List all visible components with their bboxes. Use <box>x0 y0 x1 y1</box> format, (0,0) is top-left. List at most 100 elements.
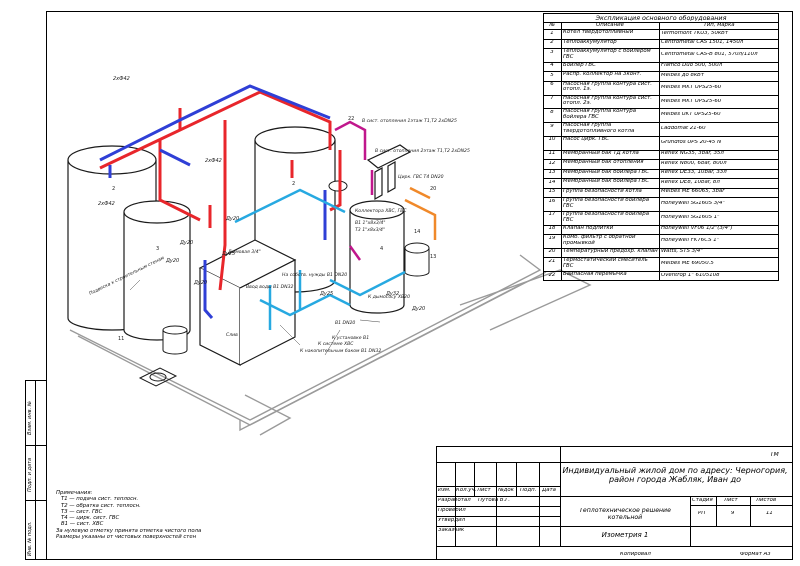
equipment-row-description: Насосная группа контура бойлера ГВС <box>563 109 637 120</box>
tb-project: Индивидуальный жилой дом по адресу: Черн… <box>562 466 788 485</box>
label-water-in: Ввод воды В1 DN32 <box>246 284 294 290</box>
equip-num: 22 <box>348 116 354 122</box>
equipment-table-rule <box>543 22 779 23</box>
equipment-table-rule <box>543 71 779 73</box>
tb-rule <box>474 462 475 496</box>
tb-section: Теплотехническое решение котельной <box>579 508 671 521</box>
tb-col-data: Дата <box>542 488 556 493</box>
equipment-row-number: 22 <box>548 272 556 278</box>
equipment-row-number: 11 <box>548 151 556 157</box>
equipment-row-model: Meibes до 8кВт <box>661 72 704 78</box>
tb-col-izm: Изм. <box>438 488 451 493</box>
equipment-row-description: Котел твердотопливный <box>563 30 634 35</box>
equipment-row-model: Honeywell VF06 1/2"(3/4") <box>661 226 733 232</box>
equipment-row-description: Теплоаккумулятор с бойлером ГВС <box>563 49 651 60</box>
equipment-table-rule <box>543 135 779 137</box>
label-own-needs: На собств. нужды В1 DN20 <box>282 272 347 278</box>
tb-role-customer: Заказчик <box>438 528 465 533</box>
tb-rule <box>436 506 560 507</box>
label-collectors: Коллектора ХВС, ГВС <box>355 208 407 214</box>
tb-rule <box>436 516 560 517</box>
equip-num: 4 <box>380 246 383 252</box>
tb-col-doc: №док <box>498 488 514 493</box>
tb-role-checked: Проверил <box>438 508 466 513</box>
return-pipes-t2 <box>99 84 331 319</box>
tb-role-approved: Утвердил <box>438 518 466 523</box>
equipment-row-model: Honeywell SG160S 1" <box>661 214 720 220</box>
tb-footer-copied: Копировал <box>620 552 651 557</box>
equip-num: 20 <box>430 186 436 192</box>
equipment-table-rule <box>543 168 779 170</box>
tb-rule <box>750 496 751 526</box>
equipment-table-rule <box>543 48 779 49</box>
equip-num: 13 <box>430 254 436 260</box>
accumulator-tank-3 <box>123 200 191 341</box>
label-pipe-11: Ду20 <box>225 216 239 222</box>
tb-role-developer: Разработал <box>438 498 471 503</box>
tb-rule <box>716 496 717 526</box>
label-pipe-5: Ду20 <box>179 240 193 246</box>
label-pipe-2: 2хФ42 <box>98 201 115 207</box>
equipment-numbers: 2 3 2 4 11 13 14 22 20 <box>112 116 436 342</box>
tb-col-list: Лист <box>477 488 491 493</box>
equipment-table-header: Описание <box>596 23 624 28</box>
equipment-row-description: Группа безопасности котла <box>563 188 642 194</box>
equipment-row-model: Watts, STS 3/4" <box>661 249 703 255</box>
equipment-row-number: 7 <box>550 96 554 102</box>
equipment-row-description: Температурный предохр. клапан <box>563 248 658 254</box>
equipment-table-frame <box>543 13 779 281</box>
tb-developer-name: Путова В.Г. <box>478 498 511 503</box>
equipment-row-model: Reflex NG35, 3bar, 35л <box>661 151 724 157</box>
tb-sheet-name: Изометрия 1 <box>601 532 649 539</box>
equipment-table-rule <box>543 159 779 161</box>
tb-footer-format: Формат А3 <box>740 552 771 557</box>
equipment-table-rule <box>543 38 779 40</box>
tb-rule <box>436 462 793 463</box>
equipment-row-number: 20 <box>548 249 556 255</box>
note-line: Т4 — цирк. сист. ГВС <box>61 515 120 521</box>
label-drain: Слив <box>226 332 238 338</box>
equipment-table-rule <box>543 224 779 226</box>
label-heating-2: В сист. отопления 2этаж Т1,Т2 2хDN25 <box>375 148 470 154</box>
notes: Примечания: Т1 — подача сист. теплосн. Т… <box>56 490 256 540</box>
equipment-row-number: 2 <box>550 40 554 45</box>
equipment-row-number: 17 <box>548 212 556 218</box>
label-pipe-8: Ду25 <box>319 291 333 297</box>
equipment-row-description: Бойлер ГВС <box>563 62 596 68</box>
tb-col-podp: Подп. <box>520 488 537 493</box>
equip-num: 3 <box>156 246 159 252</box>
equipment-row-model: Honeywell FK76CS 1" <box>661 238 720 244</box>
equipment-table-rule <box>543 122 779 124</box>
tb-rule <box>690 505 793 506</box>
equipment-table-rule <box>561 22 562 281</box>
tb-sheet-header: Лист <box>724 498 738 503</box>
dhw-pipes-t3 <box>334 120 374 261</box>
distribution-manifold <box>366 144 412 201</box>
equipment-row-model: Termomont TKU3, 50кВт <box>661 30 728 36</box>
equipment-row-number: 9 <box>550 123 554 129</box>
room-contour <box>69 254 592 436</box>
side-stamp-replaced: Взам. инв. № <box>27 401 33 435</box>
equipment-row-model: Meibes ME 66065, 3bar <box>661 189 725 195</box>
tb-sheets-header: Листов <box>756 498 777 503</box>
side-stamp-sign-date: Подп. и дата <box>27 457 33 492</box>
dhw-boiler-tank <box>349 200 405 314</box>
tb-mark: ТМ <box>770 452 779 458</box>
equipment-row-model: Centrometal CAS 1501, 1450л <box>661 40 744 45</box>
title-block <box>436 446 793 560</box>
solid-fuel-boiler <box>198 239 297 366</box>
equipment-row-number: 8 <box>550 109 554 115</box>
tb-rule <box>436 496 560 497</box>
expansion-vessels <box>162 180 430 355</box>
equipment-row-description: Группа безопасности бойлера ГВС <box>563 211 650 223</box>
equipment-row-description: Мембранный бак бойлера ГВС <box>563 169 649 175</box>
equipment-table-rule <box>543 257 779 259</box>
tb-sheet: 9 <box>731 511 735 516</box>
tb-rule <box>690 496 691 546</box>
equipment-row-number: 5 <box>550 72 554 78</box>
equipment-row-number: 15 <box>548 189 556 195</box>
equipment-row-number: 18 <box>548 226 556 232</box>
note-line: В1 — сист. ХВС <box>61 521 104 528</box>
tb-sheets: 11 <box>766 511 773 516</box>
